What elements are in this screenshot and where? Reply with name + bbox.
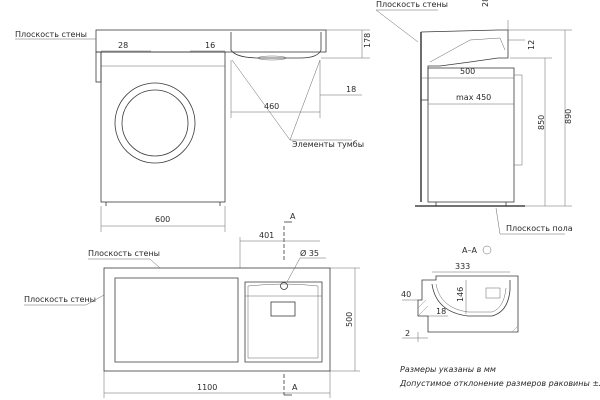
section-mark-top: А: [290, 212, 296, 221]
dim-side-12: 12: [527, 40, 536, 50]
dim-front-600: 600: [155, 215, 170, 224]
dim-side-850: 850: [537, 115, 546, 130]
dim-front-16: 16: [205, 41, 215, 50]
notes: Размеры указаны в мм Допустимое отклонен…: [399, 365, 600, 388]
side-view: 28 12 500 max 450 850 890: [375, 0, 573, 235]
front-view: 28 16 178 18 460 600: [15, 29, 372, 232]
dim-front-460: 460: [264, 102, 279, 111]
dim-side-max450: max 450: [456, 93, 491, 102]
label-floor-plane: Плоскость пола: [506, 224, 573, 233]
label-wall-plane-plan-top: Плоскость стены: [88, 249, 160, 258]
dim-side-500: 500: [460, 67, 475, 76]
dim-plan-500: 500: [345, 312, 354, 327]
section-bowl: [431, 280, 511, 317]
dim-plan-1100: 1100: [197, 383, 217, 392]
section-outline: [417, 275, 519, 333]
dim-side-890: 890: [564, 109, 573, 124]
dim-front-18: 18: [346, 85, 356, 94]
plan-countertop-outline: [103, 267, 331, 372]
plan-view: А А 401 Ø 35 500 1100 Плоскость: [24, 212, 360, 398]
label-wall-plane-plan-left: Плоскость стены: [24, 295, 96, 304]
plan-flat-surface: [114, 277, 239, 363]
washing-machine-body: [100, 51, 226, 203]
side-machine-door: [513, 74, 523, 166]
dim-section-18: 18: [436, 307, 446, 316]
washing-machine-door-inner: [121, 89, 189, 157]
dim-plan-diameter-35: Ø 35: [300, 248, 319, 258]
side-bowl-profile: [429, 37, 506, 63]
dim-section-333: 333: [455, 262, 470, 271]
section-drain: [485, 287, 501, 299]
dim-front-28: 28: [118, 41, 128, 50]
dim-plan-401: 401: [259, 231, 274, 240]
front-sink-bowl: [230, 32, 322, 59]
section-title-symbol: [482, 245, 492, 255]
dim-side-28: 28: [481, 0, 490, 7]
side-machine-body: [427, 67, 515, 203]
dim-section-2: 2: [405, 329, 410, 338]
dim-front-178: 178: [363, 33, 372, 48]
label-wall-plane-front: Плоскость стены: [15, 30, 87, 39]
note-units: Размеры указаны в мм: [400, 365, 496, 374]
section-bowl-inner: [435, 283, 507, 313]
front-drain: [257, 55, 287, 61]
side-countertop: [420, 29, 509, 101]
label-wall-plane-side: Плоскость стены: [376, 0, 448, 9]
section-a-a: А–А 333 146 40 18: [401, 245, 519, 342]
dim-section-146: 146: [456, 287, 465, 302]
washing-machine-door-outer: [114, 82, 196, 164]
section-title: А–А: [462, 246, 477, 255]
dim-section-40: 40: [401, 290, 411, 299]
section-mark-bottom: А: [292, 383, 298, 392]
note-tolerance: Допустимое отклонение размеров раковины …: [399, 379, 600, 388]
plan-sink-outline: [244, 281, 323, 363]
plan-tap-hole: [280, 282, 288, 290]
label-cabinet-elements: Элементы тумбы: [292, 140, 364, 149]
plan-drain: [270, 301, 296, 317]
plan-sink-bowl: [247, 283, 319, 359]
wall-bracket: [95, 51, 102, 83]
